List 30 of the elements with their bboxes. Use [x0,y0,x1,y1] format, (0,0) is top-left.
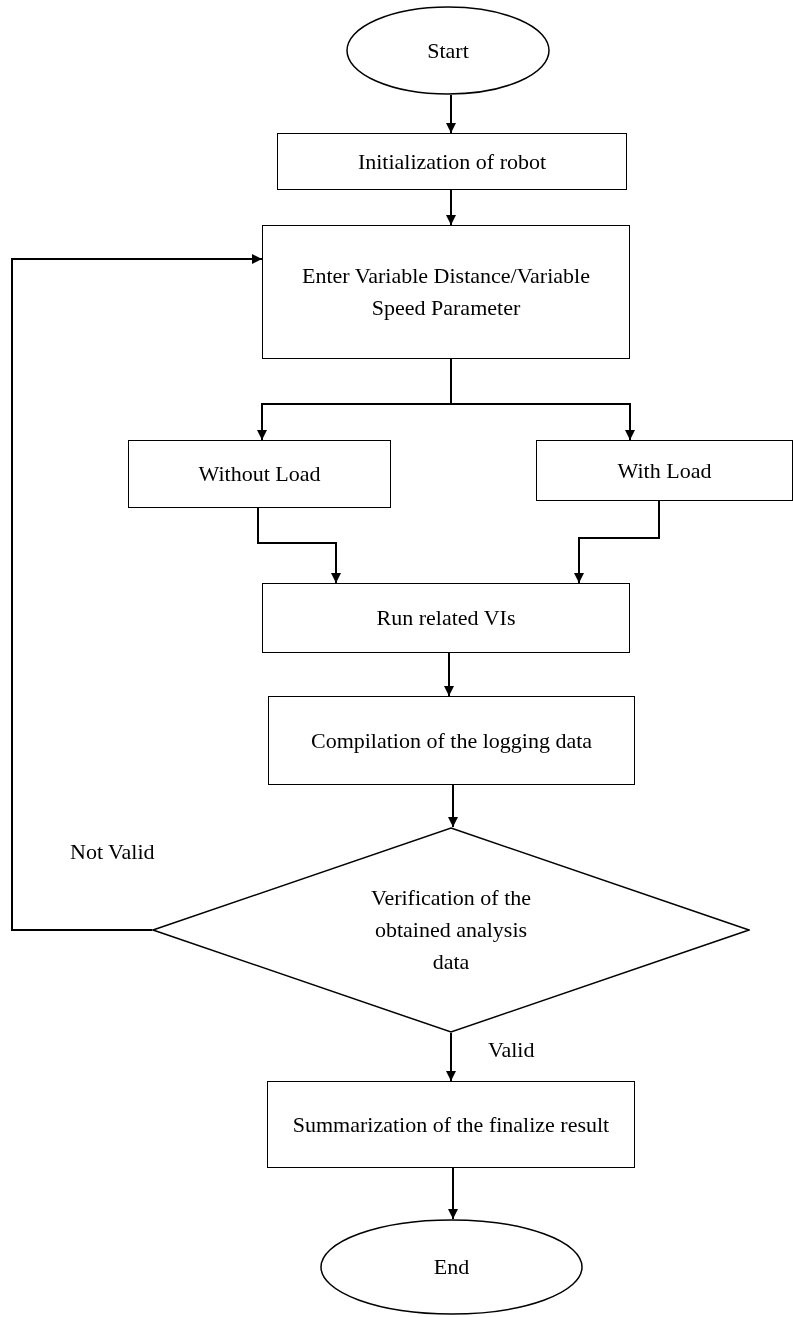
process-box [536,440,793,501]
arrow [444,652,454,697]
process-box [268,696,635,785]
process-box [277,133,627,190]
process-box [267,1081,635,1168]
process-box [128,440,391,508]
arrow [574,500,660,584]
node-label: Without Load [198,460,321,488]
decision-diamond [152,827,750,1033]
arrow [448,1167,458,1220]
process-box [262,583,630,653]
node-label: Start [427,36,469,65]
node-label: End [433,1253,470,1281]
node-label: Initialization of robot [357,147,547,176]
node-label: Summarization of the finalize result [292,1110,610,1139]
node-label: Run related VIs [376,604,516,632]
node-label: Compilation of the logging data [310,726,593,755]
arrow [448,784,458,828]
process-box [262,225,630,359]
arrow [446,1032,456,1082]
arrow [446,189,456,226]
start-terminal [346,6,550,95]
end-terminal [320,1219,583,1315]
node-label: Verification of the obtained analysis data [369,884,533,976]
node-label: With Load [617,456,712,485]
arrow [446,94,456,134]
node-label: Enter Variable Distance/Variable Speed Parameter [301,262,591,322]
arrow [450,358,635,441]
arrow [257,507,341,584]
arrow [11,254,263,931]
